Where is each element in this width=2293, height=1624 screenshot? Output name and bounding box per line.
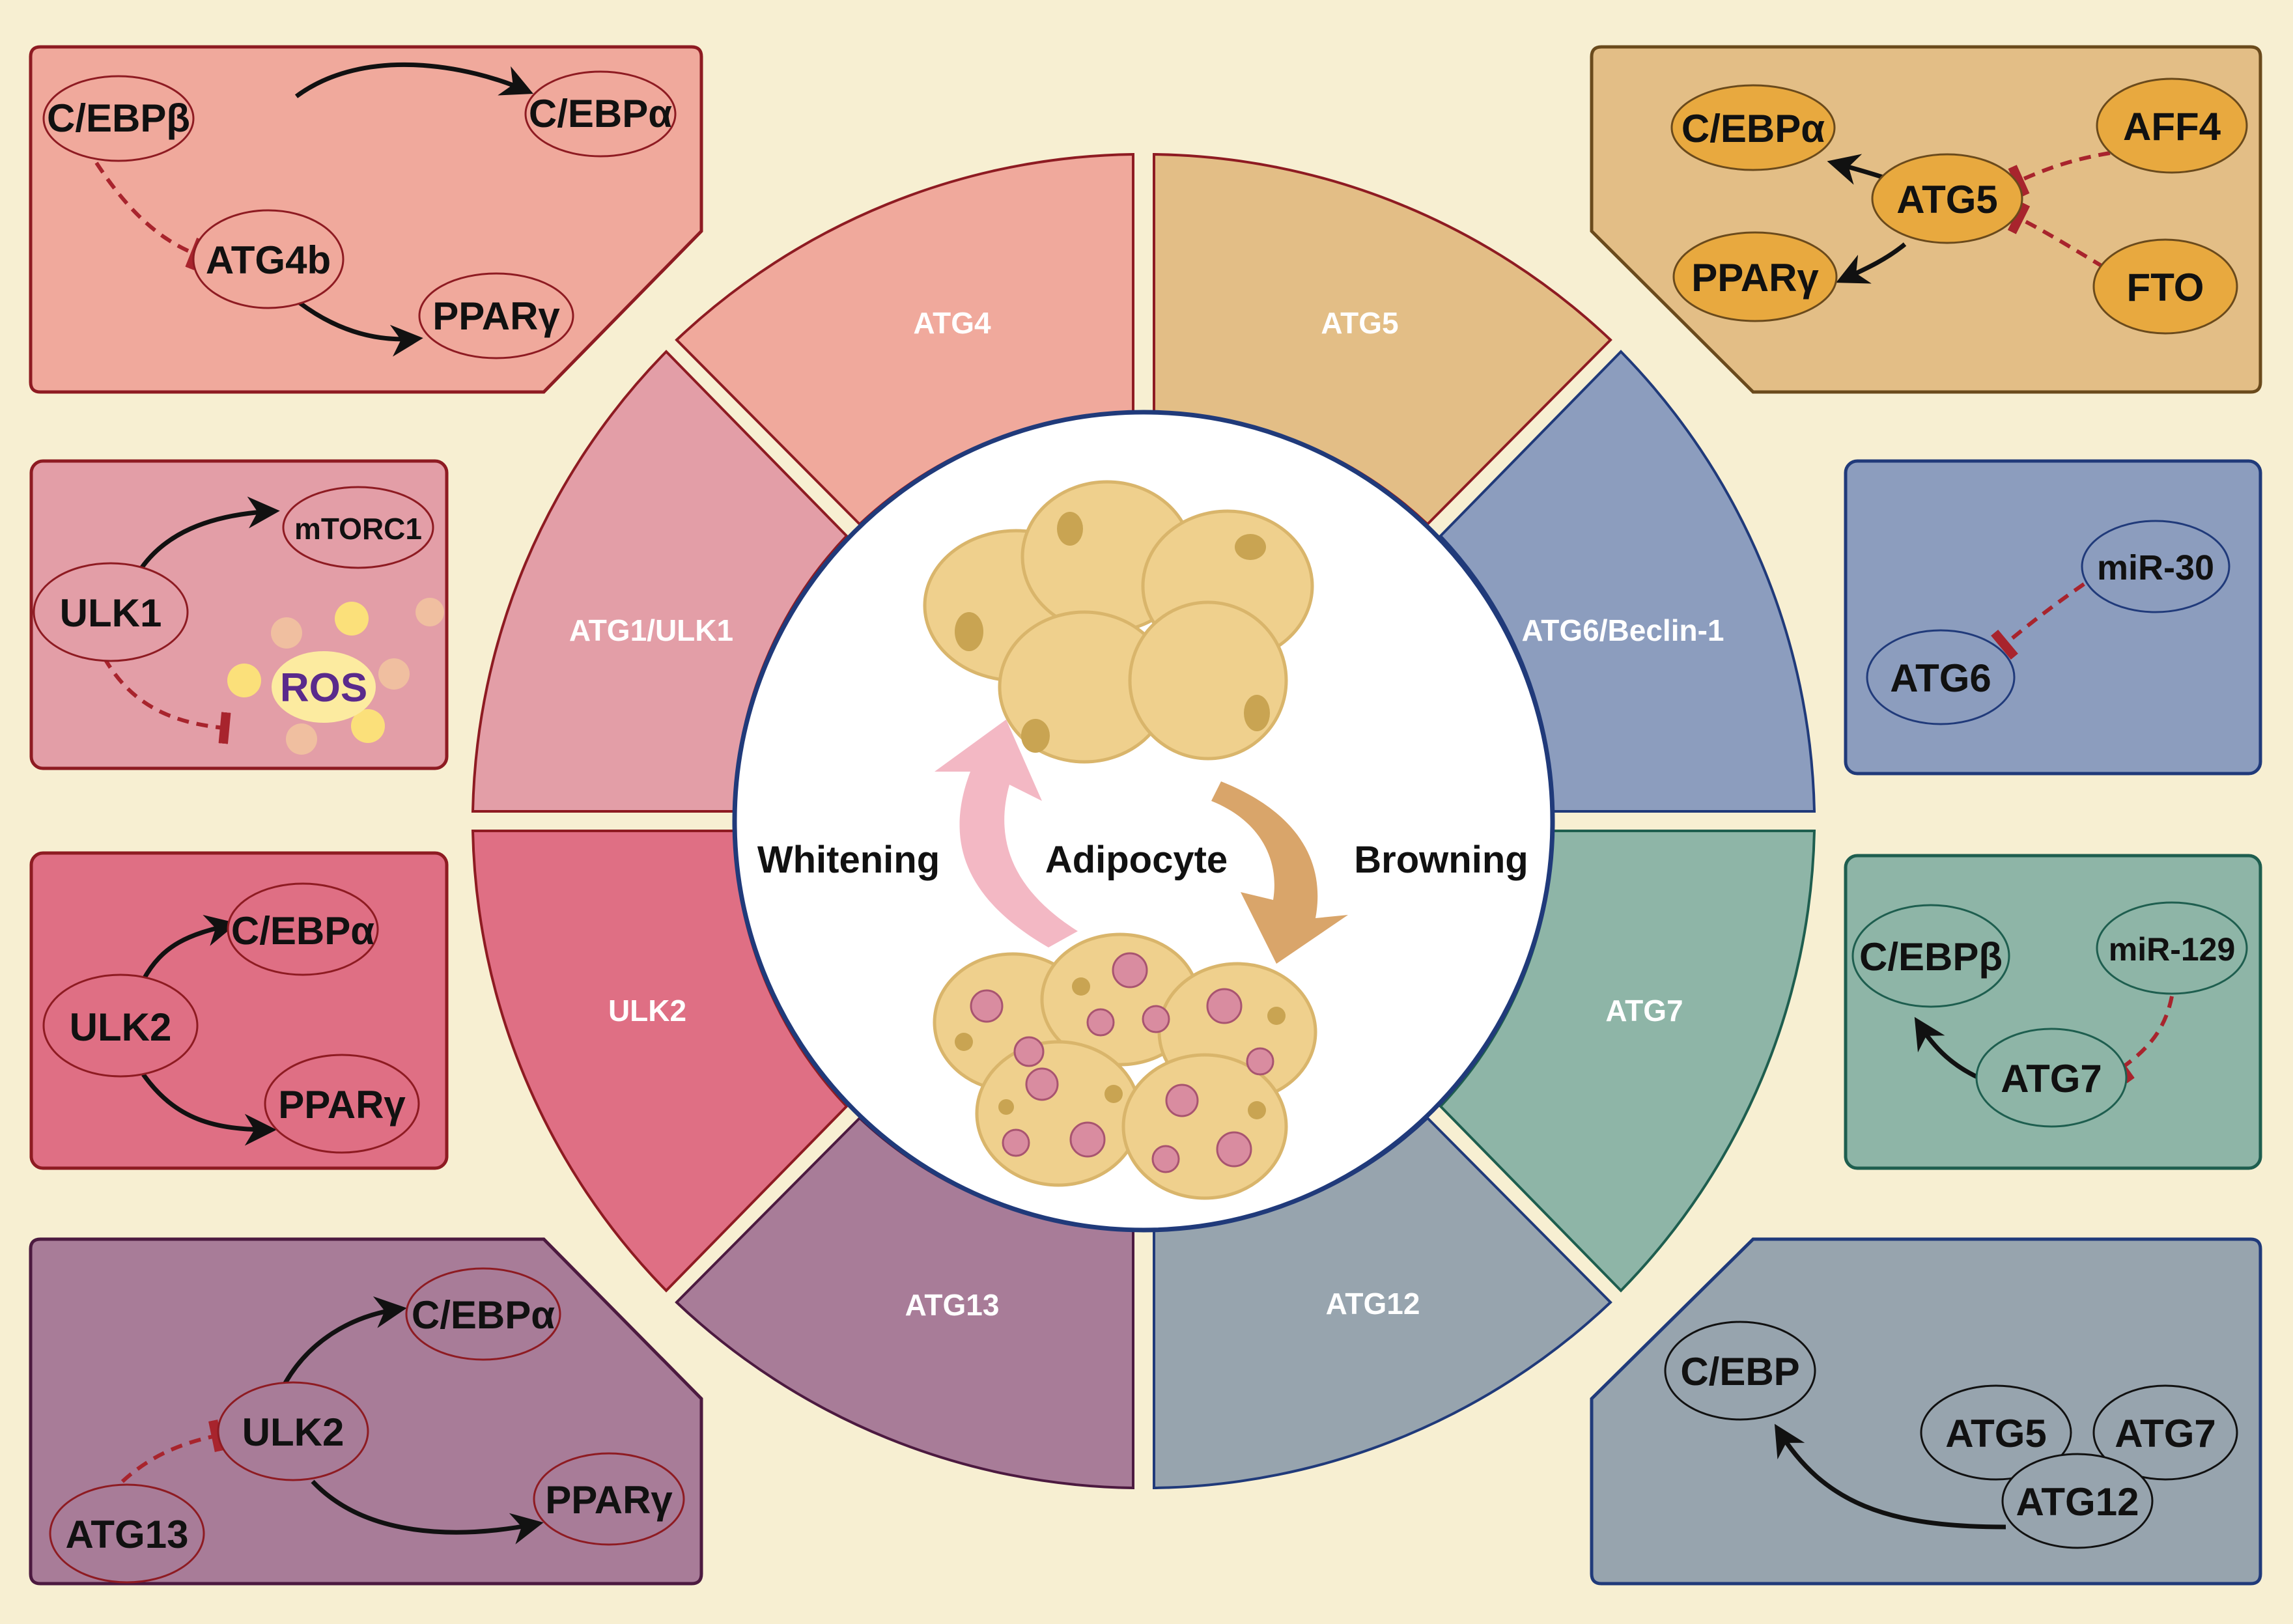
node-atg7 (1975, 1028, 2128, 1128)
white-adipocyte-cluster (923, 480, 1314, 764)
node-atg4b (192, 209, 345, 309)
node-mir129-label: miR-129 (2109, 931, 2236, 968)
node-pparg (418, 272, 574, 359)
node-ros-label: ROS (280, 665, 367, 710)
node-atg4b-label: ATG4b (206, 238, 331, 282)
segment-label-ulk1: ATG1/ULK1 (569, 613, 733, 647)
node-atg5 (1920, 1384, 2072, 1481)
node-atg13 (49, 1483, 205, 1584)
segment-label-atg7: ATG7 (1605, 994, 1683, 1028)
node-atg5 (1871, 153, 2023, 244)
node-fto-label: FTO (2127, 266, 2204, 309)
node-atg7 (2092, 1384, 2238, 1481)
panel-ulk1: mTORC1 ULK1 ROS (29, 459, 449, 770)
adipocyte-label: Adipocyte (1045, 839, 1228, 881)
node-cebp-label: C/EBP (1680, 1350, 1799, 1393)
panel-atg4: C/EBPβ C/EBPα ATG4b PPARγ (29, 45, 703, 394)
node-aff4 (2096, 77, 2248, 174)
panel-atg12: C/EBP ATG5 ATG7 ATG12 (1590, 1237, 2262, 1586)
panel-atg7: C/EBPβ miR-129 ATG7 (1844, 854, 2262, 1170)
segment-label-atg5: ATG5 (1321, 306, 1398, 340)
node-cebpb-label: C/EBPβ (1859, 935, 2003, 979)
node-pparg (264, 1054, 420, 1154)
node-mtorc1-label: mTORC1 (294, 512, 422, 546)
node-atg7-label: ATG7 (2115, 1412, 2216, 1455)
node-aff4-label: AFF4 (2123, 105, 2221, 148)
node-cebpb (42, 75, 195, 162)
node-cebpa-label: C/EBPα (1681, 107, 1825, 150)
node-cebpa (405, 1267, 561, 1361)
node-cebp (1664, 1321, 1816, 1421)
node-ulk2 (42, 973, 199, 1078)
node-pparg-label: PPARγ (545, 1478, 673, 1522)
node-mir30 (2081, 520, 2230, 613)
node-ulk2-label: ULK2 (242, 1410, 345, 1454)
node-cebpa (1670, 84, 1836, 171)
panel-atg6: miR-30 ATG6 (1844, 459, 2262, 776)
panel-ulk2: C/EBPα ULK2 PPARγ (29, 851, 449, 1170)
node-cebpa-label: C/EBPα (529, 92, 672, 135)
node-cebpa-label: C/EBPα (231, 909, 374, 953)
node-atg7-label: ATG7 (2001, 1057, 2102, 1100)
node-cebpa-label: C/EBPα (412, 1293, 555, 1337)
panel-atg13: C/EBPα ULK2 PPARγ ATG13 (29, 1237, 703, 1586)
node-atg5-label: ATG5 (1896, 178, 1998, 221)
node-ulk1 (33, 562, 189, 662)
node-ulk1-label: ULK1 (60, 591, 162, 635)
node-atg6 (1866, 629, 2016, 725)
segment-label-ulk2: ULK2 (608, 994, 686, 1028)
node-mtorc1 (282, 486, 434, 569)
panel-atg5: C/EBPα AFF4 ATG5 PPARγ FTO (1590, 45, 2262, 394)
browning-arrow (1211, 781, 1348, 964)
brown-adipocyte-cluster (933, 932, 1317, 1200)
node-atg13-label: ATG13 (66, 1513, 189, 1556)
node-fto (2092, 238, 2238, 335)
segment-label-atg4: ATG4 (913, 306, 991, 340)
node-pparg (1672, 231, 1838, 322)
ring (471, 152, 1816, 1490)
node-mir30-label: miR-30 (2097, 548, 2214, 587)
node-pparg-label: PPARγ (432, 294, 560, 338)
node-atg12-label: ATG12 (2016, 1480, 2139, 1524)
segment-label-atg6: ATG6/Beclin-1 (1522, 613, 1724, 647)
node-mir129 (2096, 901, 2248, 995)
node-cebpb (1851, 904, 2010, 1008)
node-cebpb-label: C/EBPβ (47, 96, 190, 140)
node-ulk2 (217, 1381, 369, 1481)
node-cebpa (524, 70, 677, 158)
node-atg5-label: ATG5 (1945, 1412, 2047, 1455)
node-cebpa (227, 882, 379, 976)
node-atg12 (2001, 1453, 2154, 1549)
segment-label-atg13: ATG13 (905, 1288, 1000, 1322)
segment-label-atg12: ATG12 (1326, 1287, 1420, 1321)
whitening-label: Whitening (757, 839, 940, 881)
whitening-arrow (935, 720, 1078, 947)
node-pparg-label: PPARγ (278, 1083, 406, 1127)
browning-label: Browning (1354, 839, 1528, 881)
node-ulk2-label: ULK2 (70, 1005, 172, 1049)
node-pparg-label: PPARγ (1691, 256, 1819, 300)
node-pparg (533, 1452, 685, 1546)
node-atg6-label: ATG6 (1890, 656, 1991, 700)
